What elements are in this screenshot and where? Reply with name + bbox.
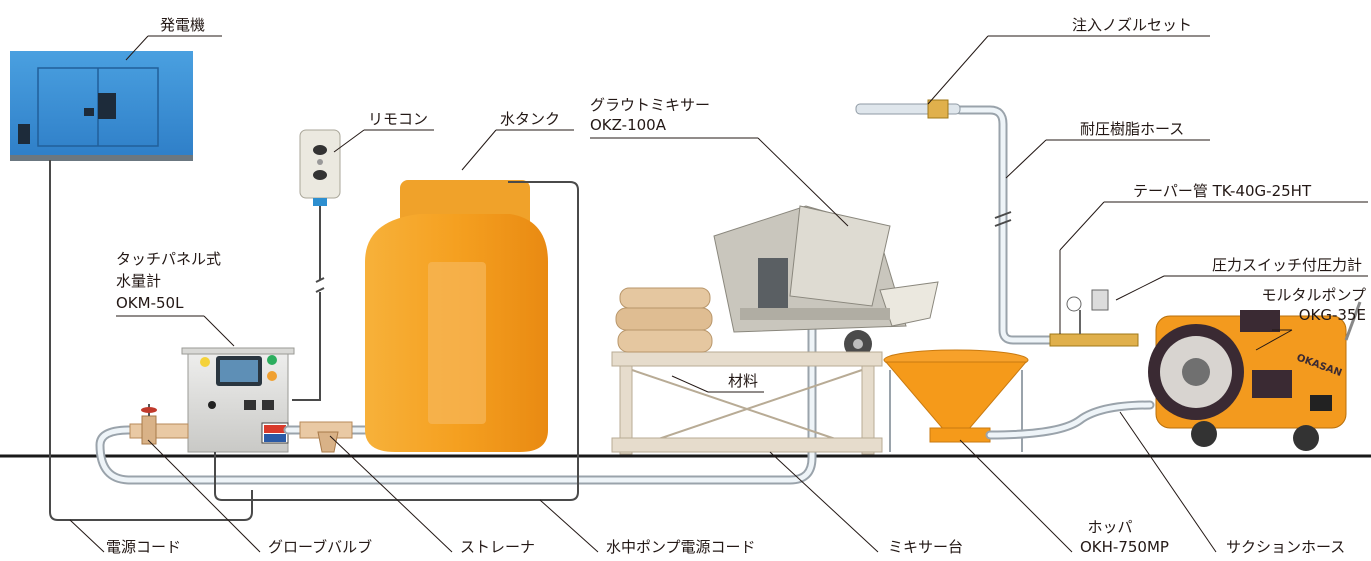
label-meter-name: 水量計 [116, 272, 161, 290]
remote-control [299, 129, 341, 206]
label-pump-name: モルタルポンプ [1261, 286, 1366, 304]
label-meter-type: タッチパネル式 [116, 250, 221, 268]
power-cord [49, 160, 253, 521]
label-mixer-stand: ミキサー台 [888, 538, 963, 556]
label-pump-model: OKG-35E [1299, 306, 1366, 324]
label-mixer-name: グラウトミキサー [590, 96, 710, 114]
water-meter [181, 347, 295, 453]
label-pressure-switch: 圧力スイッチ付圧力計 [1212, 256, 1362, 274]
pressure-hose [955, 105, 1085, 345]
label-generator: 発電機 [160, 16, 205, 34]
water-tank [365, 180, 548, 452]
label-taper: テーパー管 TK-40G-25HT [1133, 182, 1312, 200]
label-water-tank: 水タンク [500, 110, 560, 128]
material-bags [615, 287, 713, 353]
mixer-stand [611, 351, 883, 455]
label-globe-valve: グローブバルブ [268, 538, 372, 556]
leader-lines [69, 35, 1368, 553]
label-hopper-model: OKH-750MP [1080, 538, 1169, 556]
grout-mixer [713, 205, 939, 358]
remote-cord [292, 206, 325, 401]
injection-nozzle [855, 99, 961, 119]
label-strainer: ストレーナ [460, 538, 535, 556]
label-nozzle: 注入ノズルセット [1072, 16, 1192, 34]
label-power-cord: 電源コード [106, 538, 181, 556]
globe-valve [129, 404, 189, 445]
strainer [299, 421, 353, 453]
labels: 発電機 リモコン 水タンク グラウトミキサー OKZ-100A 注入ノズルセット… [106, 16, 1366, 556]
taper-pipe [1049, 289, 1139, 347]
submersible-pump-cord [214, 181, 579, 501]
label-meter-model: OKM-50L [116, 294, 184, 312]
mortar-pump: OKASAN [1148, 301, 1362, 451]
hopper [883, 349, 1029, 452]
generator [10, 51, 193, 161]
label-remote: リモコン [368, 110, 428, 128]
label-hose: 耐圧樹脂ホース [1080, 120, 1184, 138]
label-material: 材料 [728, 372, 758, 390]
label-hopper-name: ホッパ [1087, 518, 1132, 536]
label-submersible-pump-cord: 水中ポンプ電源コード [606, 538, 756, 556]
label-suction-hose: サクションホース [1226, 538, 1345, 556]
label-mixer-model: OKZ-100A [590, 116, 667, 134]
